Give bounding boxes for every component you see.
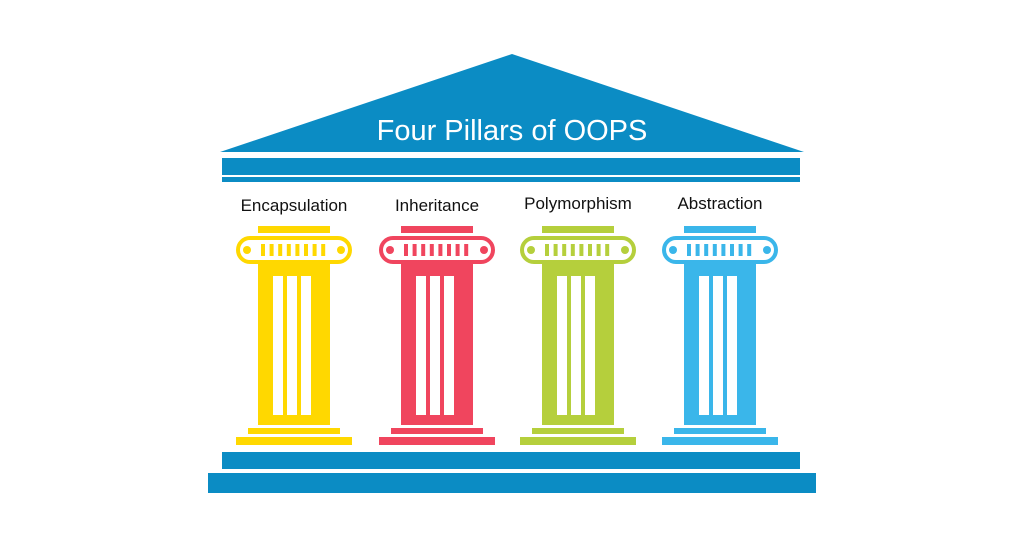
pillar-volute-right bbox=[480, 246, 488, 254]
pillar-dentil bbox=[687, 244, 691, 256]
pillar-dentil bbox=[730, 244, 734, 256]
pillar-flute bbox=[301, 276, 311, 415]
pillar: Encapsulation bbox=[236, 196, 352, 445]
pillar-dentil bbox=[412, 244, 417, 256]
roof-pediment bbox=[220, 54, 804, 152]
pillar-neck bbox=[401, 262, 473, 268]
pillar-dentil bbox=[570, 244, 575, 256]
pillar-flute bbox=[287, 276, 297, 415]
pillar-dentil bbox=[438, 244, 443, 256]
pillar-flute bbox=[416, 276, 426, 415]
pillar-flute bbox=[430, 276, 440, 415]
pillar-dentil bbox=[286, 244, 291, 256]
pillar-base-lower bbox=[379, 437, 495, 445]
entablature-top-band bbox=[222, 158, 800, 175]
pillar-flute bbox=[557, 276, 567, 415]
pillar-dentil bbox=[261, 244, 265, 256]
entablature-thin-band bbox=[222, 177, 800, 182]
pillar-dentil bbox=[429, 244, 434, 256]
pillar-capital bbox=[662, 236, 778, 264]
pillar-dentil bbox=[278, 244, 283, 256]
pillars: Encapsulation Inheritance Polymorphism Abst… bbox=[236, 194, 778, 445]
pillar-base-upper bbox=[248, 428, 340, 434]
pillar-abacus bbox=[542, 226, 614, 233]
pillar-dentil bbox=[312, 244, 317, 256]
pillar-volute-right bbox=[337, 246, 345, 254]
pillar-dentil bbox=[704, 244, 709, 256]
pillar-dentil bbox=[562, 244, 567, 256]
pillar: Polymorphism bbox=[520, 194, 636, 445]
pillar-dentil bbox=[579, 244, 584, 256]
pillar-base-lower bbox=[662, 437, 778, 445]
pillar-capital bbox=[236, 236, 352, 264]
pillar-flute bbox=[727, 276, 737, 415]
pillar-capital bbox=[379, 236, 495, 264]
pillar-dentil bbox=[321, 244, 326, 256]
pillar-dentil bbox=[605, 244, 610, 256]
pillar-volute-right bbox=[621, 246, 629, 254]
pillar-dentil bbox=[447, 244, 451, 256]
pillar-volute-left bbox=[669, 246, 677, 254]
pillar-base-lower bbox=[236, 437, 352, 445]
pillar-dentil bbox=[747, 244, 752, 256]
pillar-base-upper bbox=[532, 428, 624, 434]
pillar-capital bbox=[520, 236, 636, 264]
pillar-dentil bbox=[304, 244, 308, 256]
pillar-dentil bbox=[588, 244, 592, 256]
pillar-flute bbox=[273, 276, 283, 415]
pillar-flute bbox=[713, 276, 723, 415]
pillar-dentil bbox=[596, 244, 601, 256]
pillar-flute bbox=[585, 276, 595, 415]
pillar-flute bbox=[444, 276, 454, 415]
pillar-dentil bbox=[553, 244, 558, 256]
pillar-base-lower bbox=[520, 437, 636, 445]
pillar-abacus bbox=[258, 226, 330, 233]
pillar-dentil bbox=[721, 244, 726, 256]
pillar: Abstraction bbox=[662, 194, 778, 445]
pillar: Inheritance bbox=[379, 196, 495, 445]
base-step-upper bbox=[222, 452, 800, 469]
pillar-dentil bbox=[421, 244, 426, 256]
pillar-label: Encapsulation bbox=[241, 196, 348, 215]
pillar-dentil bbox=[545, 244, 549, 256]
pillar-dentil bbox=[712, 244, 717, 256]
pillar-dentil bbox=[695, 244, 700, 256]
pillar-neck bbox=[258, 262, 330, 268]
pillar-dentil bbox=[404, 244, 408, 256]
pillar-volute-left bbox=[386, 246, 394, 254]
diagram-title: Four Pillars of OOPS bbox=[377, 115, 648, 147]
pillar-flute bbox=[699, 276, 709, 415]
pillar-base-upper bbox=[391, 428, 483, 434]
pillar-flute bbox=[571, 276, 581, 415]
pillar-volute-left bbox=[243, 246, 251, 254]
pillar-volute-right bbox=[763, 246, 771, 254]
base-step-lower bbox=[208, 473, 816, 493]
pillar-dentil bbox=[464, 244, 469, 256]
pillar-neck bbox=[542, 262, 614, 268]
pillar-dentil bbox=[738, 244, 743, 256]
pillar-base-upper bbox=[674, 428, 766, 434]
pillar-label: Polymorphism bbox=[524, 194, 632, 213]
pillar-volute-left bbox=[527, 246, 535, 254]
pillar-label: Abstraction bbox=[677, 194, 762, 213]
pillar-dentil bbox=[455, 244, 460, 256]
pillar-dentil bbox=[295, 244, 300, 256]
pillar-abacus bbox=[684, 226, 756, 233]
pillar-dentil bbox=[269, 244, 274, 256]
pillar-abacus bbox=[401, 226, 473, 233]
pillar-neck bbox=[684, 262, 756, 268]
pillar-label: Inheritance bbox=[395, 196, 479, 215]
